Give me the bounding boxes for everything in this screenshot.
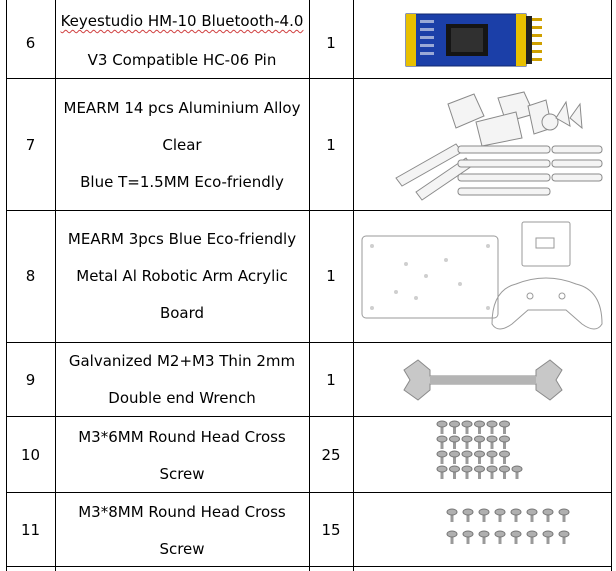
table-border-col2 — [309, 0, 310, 571]
description-line: Metal Al Robotic Arm Acrylic — [76, 267, 288, 285]
screw-icon — [486, 435, 498, 449]
description-line: Blue T=1.5MM Eco-friendly — [80, 173, 284, 191]
description-line: M3*8MM Round Head Cross — [78, 503, 286, 521]
screw-icon — [486, 450, 498, 464]
screw-icon — [474, 420, 485, 434]
screw-icon — [436, 420, 448, 434]
description-line: Board — [159, 304, 205, 322]
screw-icon — [558, 530, 570, 544]
description-line: M3*6MM Round Head Cross — [78, 428, 286, 446]
row-divider — [6, 566, 611, 567]
screw-icon — [436, 450, 448, 464]
screw-icon — [486, 465, 498, 479]
description-line: Double end Wrench — [108, 389, 256, 407]
screw-icon — [526, 508, 538, 522]
screw-icon — [542, 508, 554, 522]
quantity: 15 — [321, 521, 341, 539]
screw-icon — [462, 508, 474, 522]
row-number: 11 — [20, 521, 41, 539]
screw-icon — [499, 435, 510, 449]
screw-icon — [510, 508, 522, 522]
screw-icon — [474, 450, 485, 464]
screw-icon — [474, 435, 485, 449]
m3x6-screws-image — [436, 420, 523, 479]
screw-icon — [499, 465, 510, 479]
screw-icon — [462, 530, 474, 544]
screw-icon — [449, 465, 460, 479]
table-border-col3 — [353, 0, 354, 571]
screw-icon — [446, 530, 458, 544]
description-line: Keyestudio HM-10 Bluetooth-4.0 — [60, 12, 304, 30]
row-divider — [6, 492, 611, 493]
acrylic-boards-image — [361, 221, 603, 330]
row-number: 8 — [25, 267, 36, 285]
screw-icon — [494, 508, 506, 522]
quantity: 1 — [326, 34, 336, 52]
screw-icon — [461, 435, 473, 449]
row-number: 6 — [25, 34, 36, 52]
hm10-bluetooth-module-image — [405, 13, 542, 67]
table-border-left — [6, 0, 7, 571]
screw-icon — [449, 450, 460, 464]
screw-icon — [461, 450, 473, 464]
screw-icon — [478, 530, 490, 544]
screw-icon — [461, 420, 473, 434]
row-divider — [6, 78, 611, 79]
row-divider — [6, 416, 611, 417]
screw-icon — [478, 508, 490, 522]
screw-icon — [449, 420, 460, 434]
row-number: 10 — [20, 446, 41, 464]
description-line: V3 Compatible HC-06 Pin — [87, 51, 277, 69]
description-line: MEARM 14 pcs Aluminium Alloy — [63, 99, 301, 117]
mearm-aluminium-parts-image — [395, 91, 603, 201]
screw-icon — [499, 450, 510, 464]
description-line: MEARM 3pcs Blue Eco-friendly — [67, 230, 297, 248]
screw-icon — [511, 465, 523, 479]
description-line: Clear — [162, 136, 202, 154]
screw-icon — [436, 465, 448, 479]
screw-icon — [474, 465, 485, 479]
m3x8-screws-image — [446, 508, 570, 544]
screw-icon — [499, 420, 510, 434]
table-border-right — [611, 0, 612, 571]
screw-icon — [486, 420, 498, 434]
double-end-wrench-image — [403, 359, 563, 401]
quantity: 1 — [326, 136, 336, 154]
description-line: Galvanized M2+M3 Thin 2mm — [68, 352, 296, 370]
quantity: 25 — [321, 446, 341, 464]
screw-icon — [542, 530, 554, 544]
screw-icon — [510, 530, 522, 544]
row-divider — [6, 342, 611, 343]
row-number: 9 — [25, 371, 36, 389]
quantity: 1 — [326, 371, 336, 389]
quantity: 1 — [326, 267, 336, 285]
screw-icon — [446, 508, 458, 522]
row-number: 7 — [25, 136, 36, 154]
table-border-col1 — [55, 0, 56, 571]
description-line: Screw — [159, 465, 205, 483]
screw-icon — [558, 508, 570, 522]
screw-icon — [494, 530, 506, 544]
screw-icon — [461, 465, 473, 479]
row-divider — [6, 210, 611, 211]
screw-icon — [436, 435, 448, 449]
screw-icon — [526, 530, 538, 544]
description-line: Screw — [159, 540, 205, 558]
screw-icon — [449, 435, 460, 449]
